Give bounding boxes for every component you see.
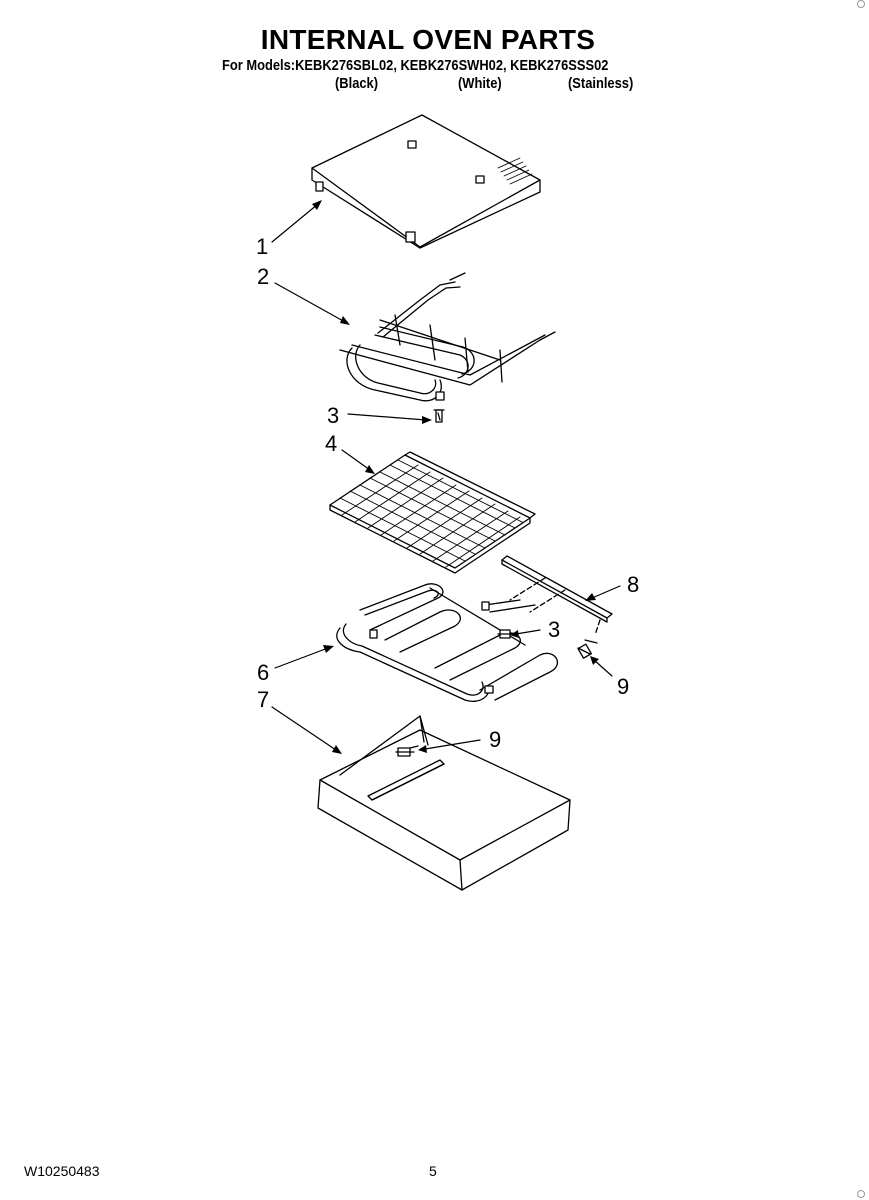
models-line: For Models:KEBK276SBL02, KEBK276SWH02, K…: [222, 57, 609, 74]
arrowhead-6: [323, 645, 334, 653]
variant-white: (White): [458, 75, 502, 92]
callout-9-right: 9: [617, 674, 629, 699]
vent-grille: [497, 157, 533, 185]
arrowhead-8: [585, 593, 596, 601]
document-number: W10250483: [24, 1163, 100, 1179]
part-1-top-cover: [311, 114, 541, 249]
leader-4: [341, 449, 371, 471]
leader-3a: [347, 413, 427, 421]
arrowhead-2: [340, 316, 350, 325]
callout-4: 4: [325, 431, 337, 456]
leader-9a: [593, 659, 613, 677]
arrowhead-3b: [510, 630, 519, 638]
callout-7: 7: [257, 687, 269, 712]
callout-3-upper: 3: [327, 403, 339, 428]
arrowhead-9a: [590, 656, 599, 665]
page-number: 5: [429, 1163, 437, 1179]
arrowhead-1: [312, 200, 322, 210]
part-6-bake-element: [336, 583, 559, 702]
leader-8: [591, 585, 621, 599]
leader-1: [271, 203, 319, 243]
variant-stainless: (Stainless): [568, 75, 634, 92]
part-2-broil-element: [339, 272, 556, 402]
part-9-screw-lower: [395, 745, 419, 757]
arrowhead-9b: [418, 745, 427, 753]
arrowhead-7: [332, 745, 342, 754]
part-3-screw-upper: [433, 409, 445, 423]
part-4-oven-rack: [329, 451, 536, 574]
part-3-screw-lower: [497, 629, 513, 639]
leader-9b: [424, 739, 481, 750]
corner-mark-top-right: [857, 0, 865, 8]
callout-1: 1: [256, 234, 268, 259]
part-9-screw-right: [577, 639, 598, 659]
callout-3-lower: 3: [548, 617, 560, 642]
arrowhead-3a: [422, 416, 432, 424]
leader-arrows: [271, 200, 621, 754]
leader-7: [271, 706, 337, 751]
arrowhead-4: [365, 465, 375, 474]
callout-9-lower: 9: [489, 727, 501, 752]
leader-2: [274, 282, 346, 323]
leader-6: [274, 647, 329, 669]
callout-6: 6: [257, 660, 269, 685]
leader-3b: [515, 629, 541, 635]
part-7-bottom-panel: [317, 715, 571, 891]
part-8-bracket-strip: [501, 555, 613, 636]
callout-2: 2: [257, 264, 269, 289]
callout-8: 8: [627, 572, 639, 597]
corner-mark-bottom-right: [857, 1190, 865, 1198]
variant-black: (Black): [335, 75, 379, 92]
page-title: INTERNAL OVEN PARTS: [260, 24, 596, 55]
